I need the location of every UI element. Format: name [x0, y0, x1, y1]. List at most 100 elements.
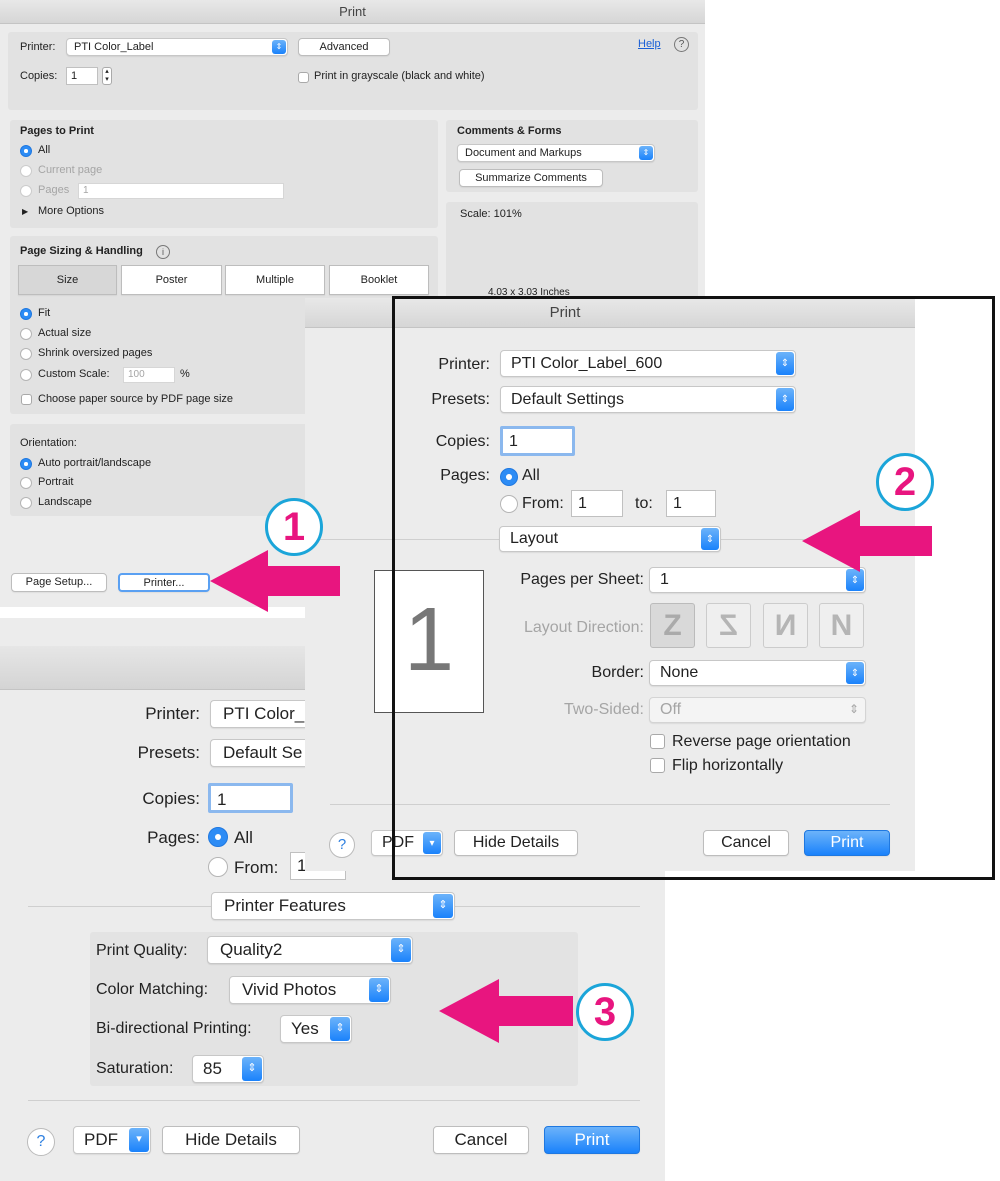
two-sided-label: Two-Sided: [563, 701, 644, 718]
auto-orientation-radio[interactable] [20, 458, 32, 470]
chevron-updown-icon: ⇕ [701, 528, 719, 550]
copies-stepper[interactable]: ▴▾ [102, 67, 112, 85]
triangle-right-icon[interactable]: ▶ [22, 207, 29, 216]
hide-details-button[interactable]: Hide Details [454, 830, 578, 856]
pages-range-field[interactable]: 1 [78, 183, 284, 199]
landscape-radio[interactable] [20, 497, 32, 509]
chevron-updown-icon: ⇕ [391, 938, 411, 962]
from-radio[interactable] [500, 495, 518, 513]
from-field[interactable]: 1 [571, 490, 623, 517]
copies-label: Copies: [20, 70, 58, 82]
question-circle-icon[interactable]: ? [674, 37, 689, 52]
chevron-down-icon: ▾ [423, 832, 441, 854]
dialog-title-bar: Print [0, 0, 705, 24]
callout-3: 3 [576, 983, 634, 1041]
more-options-label[interactable]: More Options [38, 205, 105, 217]
presets-select[interactable]: Default Settings ⇕ [500, 386, 796, 413]
reverse-orientation-checkbox[interactable] [650, 734, 665, 749]
copies-field[interactable]: 1 [66, 67, 98, 85]
shrink-radio[interactable] [20, 348, 32, 360]
shrink-label: Shrink oversized pages [38, 347, 153, 359]
auto-orientation-label: Auto portrait/landscape [38, 457, 152, 469]
printer-select[interactable]: PTI Color_Label ⇕ [66, 38, 288, 56]
tab-multiple[interactable]: Multiple [225, 265, 325, 295]
arrow-3-shape [439, 979, 573, 1043]
printer-label: Printer: [20, 41, 56, 53]
current-page-label: Current page [38, 164, 103, 176]
all-pages-radio[interactable] [208, 827, 228, 847]
portrait-radio[interactable] [20, 477, 32, 489]
chevron-updown-icon: ⇕ [639, 146, 653, 160]
all-pages-radio[interactable] [20, 145, 32, 157]
chevron-updown-icon: ⇕ [846, 662, 864, 684]
pages-per-sheet-select[interactable]: 1 ⇕ [649, 567, 866, 593]
pages-to-print-panel [10, 120, 438, 228]
paper-size-text: 4.03 x 3.03 Inches [488, 287, 570, 298]
actual-size-radio[interactable] [20, 328, 32, 340]
arrow-1-shape [210, 550, 340, 612]
print-button[interactable]: Print [804, 830, 890, 856]
section-select[interactable]: Layout ⇕ [499, 526, 721, 552]
help-icon[interactable]: ? [329, 832, 355, 858]
help-link[interactable]: Help [638, 38, 661, 50]
fit-radio[interactable] [20, 308, 32, 320]
page-setup-button[interactable]: Page Setup... [11, 573, 107, 592]
bidirectional-select[interactable]: Yes ⇕ [280, 1015, 352, 1043]
comments-forms-select[interactable]: Document and Markups ⇕ [457, 144, 655, 162]
printer-button[interactable]: Printer... [118, 573, 210, 592]
chevron-updown-icon: ⇕ [272, 40, 286, 54]
tab-size[interactable]: Size [18, 265, 117, 295]
flip-horizontally-checkbox[interactable] [650, 758, 665, 773]
help-icon[interactable]: ? [27, 1128, 55, 1156]
footer-divider [330, 804, 890, 805]
chevron-updown-icon: ⇕ [433, 894, 453, 918]
border-label: Border: [591, 664, 644, 681]
hide-details-button[interactable]: Hide Details [162, 1126, 300, 1154]
paper-source-checkbox[interactable] [21, 394, 32, 405]
layout-n-icon[interactable]: N [819, 603, 864, 648]
all-pages-label: All [522, 467, 540, 484]
layout-direction-label: Layout Direction: [523, 619, 644, 636]
chevron-updown-icon: ⇕ [776, 388, 794, 411]
copies-field[interactable]: 1 [208, 783, 293, 813]
preview-page-number: 1 [403, 590, 455, 690]
two-sided-select[interactable]: Off ⇕ [649, 697, 866, 723]
layout-z-icon[interactable]: Z [650, 603, 695, 648]
all-pages-radio[interactable] [500, 468, 518, 486]
pdf-menu-button[interactable]: PDF ▾ [371, 830, 443, 856]
pages-range-radio[interactable] [20, 185, 32, 197]
printer-select[interactable]: PTI Color_Label_600 ⇕ [500, 350, 796, 377]
callout-2: 2 [876, 453, 934, 511]
copies-field[interactable]: 1 [500, 426, 575, 456]
saturation-select[interactable]: 85 ⇕ [192, 1055, 264, 1083]
chevron-updown-icon: ⇕ [242, 1057, 262, 1081]
section-select[interactable]: Printer Features ⇕ [211, 892, 455, 920]
advanced-button[interactable]: Advanced [298, 38, 390, 56]
info-icon: i [156, 245, 170, 259]
chevron-updown-icon: ⇕ [369, 978, 389, 1002]
fit-label: Fit [38, 307, 51, 319]
custom-scale-radio[interactable] [20, 369, 32, 381]
print-quality-select[interactable]: Quality2 ⇕ [207, 936, 413, 964]
tab-poster[interactable]: Poster [121, 265, 222, 295]
chevron-updown-icon: ⇕ [776, 352, 794, 375]
from-radio[interactable] [208, 857, 228, 877]
color-matching-select[interactable]: Vivid Photos ⇕ [229, 976, 391, 1004]
print-button[interactable]: Print [544, 1126, 640, 1154]
pages-to-print-heading: Pages to Print [20, 125, 94, 137]
saturation-label: Saturation: [96, 1060, 174, 1077]
printer-label: Printer: [145, 704, 200, 723]
custom-scale-field[interactable]: 100 [123, 367, 175, 383]
border-select[interactable]: None ⇕ [649, 660, 866, 686]
chevron-updown-icon: ⇕ [848, 702, 859, 716]
to-field[interactable]: 1 [666, 490, 716, 517]
tab-booklet[interactable]: Booklet [329, 265, 429, 295]
summarize-comments-button[interactable]: Summarize Comments [459, 169, 603, 187]
cancel-button[interactable]: Cancel [703, 830, 789, 856]
cancel-button[interactable]: Cancel [433, 1126, 529, 1154]
scale-text: Scale: 101% [460, 208, 522, 220]
presets-label: Presets: [431, 391, 490, 408]
current-page-radio[interactable] [20, 165, 32, 177]
grayscale-checkbox[interactable] [298, 72, 309, 83]
pdf-menu-button[interactable]: PDF ▾ [73, 1126, 151, 1154]
